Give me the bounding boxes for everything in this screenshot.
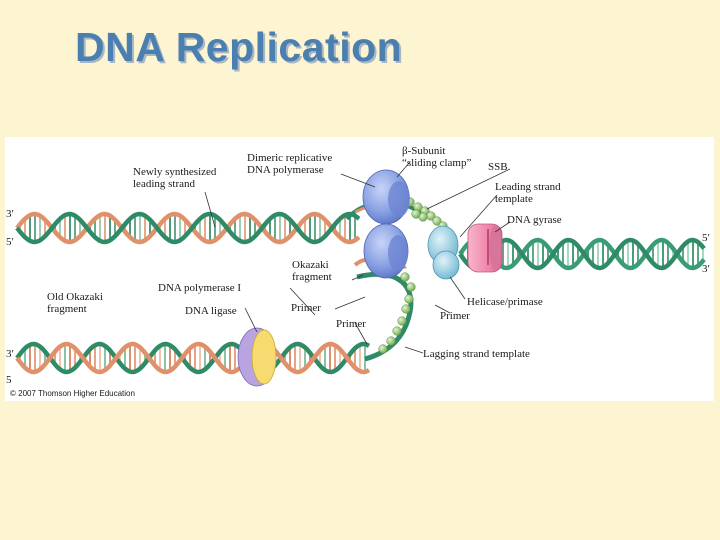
ssb-bead — [401, 304, 411, 314]
ssb-bead — [406, 282, 416, 292]
label-beta-subunit: β-Subunit“sliding clamp” — [402, 145, 471, 169]
label-primer-lower: Primer — [336, 318, 366, 330]
backbone-strand — [15, 341, 371, 375]
backbone-strand — [15, 211, 361, 245]
label-dna-gyrase: DNA gyrase — [507, 214, 562, 226]
end-bottom-left-5: 5 — [6, 374, 12, 386]
label-dna-ligase: DNA ligase — [185, 305, 237, 317]
ssb-bead — [386, 336, 396, 346]
polymerase-lower — [363, 223, 409, 279]
helicase-primase — [427, 225, 460, 280]
ssb-beads — [378, 197, 448, 354]
label-lagging-template: Lagging strand template — [423, 348, 530, 360]
dna-gyrase — [467, 223, 503, 273]
backbone-strand — [15, 341, 371, 375]
ssb-bead — [397, 316, 407, 326]
label-dna-polymerase-1: DNA polymerase I — [158, 282, 241, 294]
ssb-bead — [392, 326, 402, 336]
ssb-bead — [404, 294, 414, 304]
ssb-bead — [378, 344, 388, 354]
polymerase-upper — [362, 169, 410, 225]
copyright: © 2007 Thomson Higher Education — [10, 389, 135, 398]
slide-title: DNA Replication — [75, 24, 403, 70]
end-top-right-3: 3′ — [702, 263, 710, 275]
end-top-right-5: 5′ — [702, 232, 710, 244]
label-primer-right: Primer — [440, 310, 470, 322]
ssb-bead — [432, 216, 442, 226]
backbone-strand — [15, 211, 361, 245]
bottom-duplex — [15, 341, 371, 375]
ssb-bead — [400, 272, 410, 282]
top-left-duplex — [15, 211, 361, 245]
ssb-bead — [411, 209, 421, 219]
label-primer-center: Primer — [291, 302, 321, 314]
dna-ligase — [237, 327, 277, 387]
leader-lines — [204, 161, 511, 354]
end-top-left-5: 5′ — [6, 236, 14, 248]
end-top-left-3: 3′ — [6, 208, 14, 220]
end-bottom-left-3: 3′ — [6, 348, 14, 360]
dna-replication-figure: β-Subunit“sliding clamp” Dimeric replica… — [5, 137, 714, 401]
label-ssb: SSB — [488, 161, 508, 173]
label-helicase-primase: Helicase/primase — [467, 296, 543, 308]
